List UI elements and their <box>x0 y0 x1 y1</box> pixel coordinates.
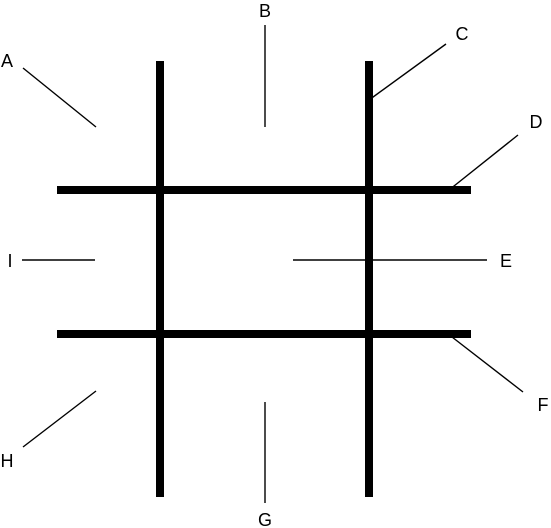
leader-line-a <box>22 67 97 128</box>
leader-line-d <box>448 134 519 191</box>
label-a: A <box>1 51 13 71</box>
label-f: F <box>538 395 549 415</box>
leader-line-c <box>368 43 447 101</box>
label-e: E <box>500 251 512 271</box>
label-b: B <box>259 1 271 21</box>
label-i: I <box>7 251 12 271</box>
label-c: C <box>456 24 469 44</box>
label-h: H <box>1 451 14 471</box>
leader-line-f <box>451 336 524 393</box>
label-g: G <box>258 510 272 528</box>
label-d: D <box>530 112 543 132</box>
leader-line-h <box>22 390 97 448</box>
